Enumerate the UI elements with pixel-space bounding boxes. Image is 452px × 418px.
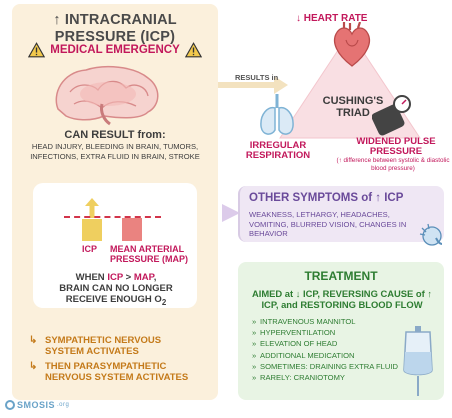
symptoms-title: OTHER SYMPTOMS of ↑ ICP (249, 192, 404, 204)
results-in-label: RESULTS in (235, 73, 279, 82)
can-result-heading: CAN RESULT from: (64, 129, 166, 141)
iv-bag-icon (403, 326, 433, 396)
head-pain-icon (419, 223, 443, 246)
caption-icp: ICP (107, 272, 123, 283)
page-title: ↑ INTRACRANIAL PRESSURE (ICP) (12, 12, 218, 46)
symptoms-panel (238, 186, 444, 242)
emergency-row: MEDICAL EMERGENCY (12, 42, 218, 58)
title-line-1: ↑ INTRACRANIAL (53, 12, 177, 28)
up-arrow-icon (85, 198, 99, 218)
sequence-item: ↳ THEN PARASYMPATHETIC NERVOUS SYSTEM AC… (29, 361, 205, 383)
caption-line-2: BRAIN CAN NO LONGER (59, 283, 173, 294)
icp-bar (82, 219, 102, 241)
logo-suffix: .org (57, 402, 70, 408)
sequence-text: SYMPATHETIC NERVOUS SYSTEM ACTIVATES (45, 335, 162, 357)
cushings-triad-title: CUSHING'S TRIAD (322, 95, 384, 119)
map-bar (122, 218, 142, 241)
treatment-title: TREATMENT (304, 269, 378, 283)
irregular-respiration-label: IRREGULAR RESPIRATION (245, 140, 311, 161)
logo-name: SMOSIS (17, 400, 56, 410)
map-caption: WHEN ICP > MAP, BRAIN CAN NO LONGER RECE… (36, 272, 196, 308)
hook-arrow-icon: ↳ (29, 361, 38, 372)
threshold-line (64, 216, 161, 218)
warning-icon (184, 42, 202, 58)
symptoms-text: WEAKNESS, LETHARGY, HEADACHES, VOMITING,… (249, 210, 407, 238)
caption-when: WHEN (75, 272, 108, 283)
caption-gt: > (122, 272, 134, 283)
results-arrow-icon (218, 76, 288, 94)
caption-map: MAP (133, 272, 154, 283)
emergency-label: MEDICAL EMERGENCY (50, 44, 180, 56)
treatment-aim: AIMED at ↓ ICP, REVERSING CAUSE of ↑ ICP… (251, 288, 433, 310)
heart-rate-label: ↓ HEART RATE (296, 13, 368, 24)
hook-arrow-icon: ↳ (29, 335, 38, 346)
warning-icon (28, 42, 46, 58)
sequence-text: THEN PARASYMPATHETIC NERVOUS SYSTEM ACTI… (45, 361, 189, 383)
list-item: RARELY: CRANIOTOMY (252, 372, 402, 383)
widened-pulse-pressure-label: WIDENED PULSE PRESSURE (356, 136, 436, 157)
list-item: HYPERVENTILATION (252, 327, 402, 338)
icp-bar-label: ICP (82, 244, 98, 254)
title-line-2: PRESSURE (ICP) (54, 29, 176, 45)
map-bar-label: MEAN ARTERIAL PRESSURE (MAP) (110, 244, 189, 264)
symptoms-arrow-icon (222, 204, 240, 222)
bp-cuff-icon (372, 95, 411, 136)
heart-icon (333, 22, 371, 67)
osmosis-logo[interactable]: SMOSIS .org (5, 400, 69, 410)
list-item: ELEVATION of HEAD (252, 338, 402, 349)
osmosis-logo-icon (5, 400, 15, 410)
list-item: INTRAVENOUS MANNITOL (252, 316, 402, 327)
treatment-list: INTRAVENOUS MANNITOL HYPERVENTILATION EL… (252, 316, 402, 383)
caption-subscript: 2 (161, 297, 167, 307)
causes-text: HEAD INJURY, BLEEDING in BRAIN, TUMORS, … (30, 142, 200, 161)
list-item: ADDITIONAL MEDICATION (252, 350, 402, 361)
caption-comma: , (153, 272, 157, 283)
icp-map-comparison (33, 183, 197, 308)
caption-line-3: RECEIVE ENOUGH O (65, 294, 162, 305)
lungs-icon (260, 94, 294, 135)
pulse-pressure-note: (↑ difference between systolic & diastol… (336, 157, 450, 172)
list-item: SOMETIMES: DRAINING EXTRA FLUID (252, 361, 402, 372)
brain-icon (55, 65, 159, 126)
sequence-item: ↳ SYMPATHETIC NERVOUS SYSTEM ACTIVATES (29, 335, 200, 357)
